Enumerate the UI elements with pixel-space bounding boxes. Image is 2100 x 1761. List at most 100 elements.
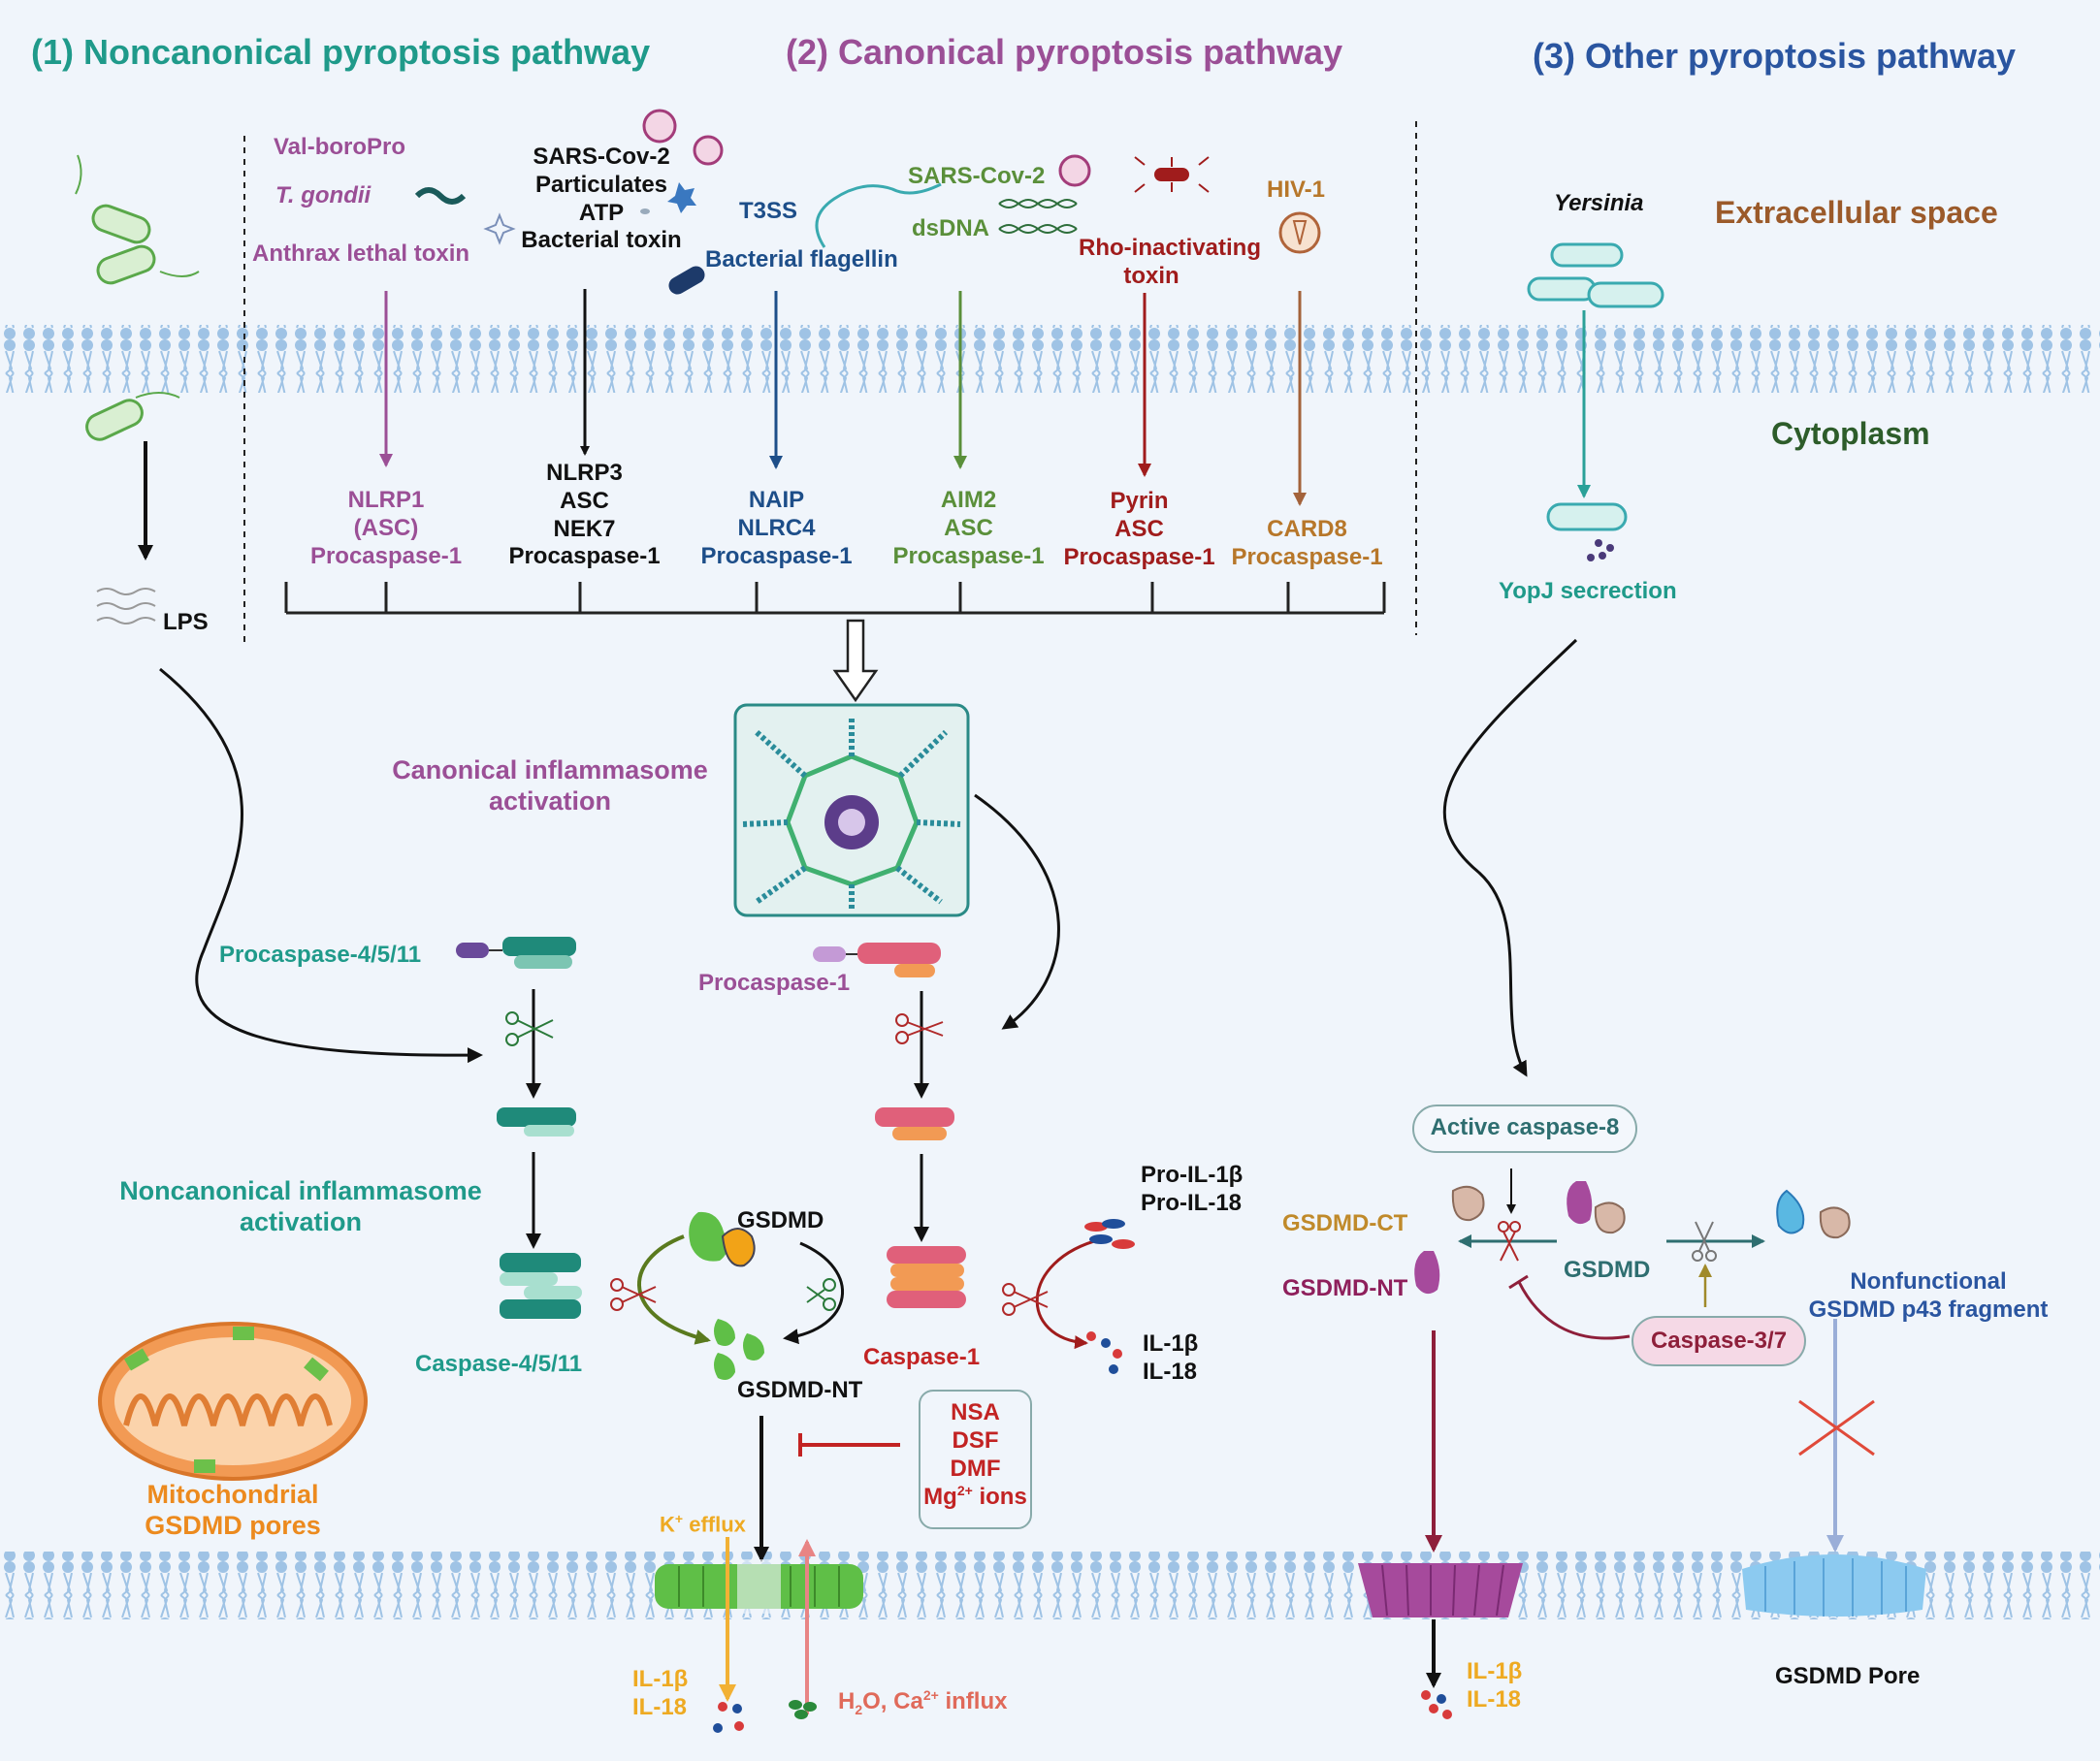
procaspase-1-icon xyxy=(813,943,941,977)
label-caspase37: Caspase-3/7 xyxy=(1650,1328,1788,1354)
influx-h: H xyxy=(838,1688,856,1714)
sensor-aim2-1: ASC xyxy=(944,514,993,541)
stim-nlrp3: SARS-Cov-2 Particulates ATP Bacterial to… xyxy=(504,144,698,255)
mito-line2: GSDMD pores xyxy=(145,1511,321,1541)
sensor-bracket xyxy=(284,582,1386,615)
label-cytoplasm: Cytoplasm xyxy=(1771,416,1930,451)
stim-hiv: HIV-1 xyxy=(1267,176,1326,203)
sensor-aim2: AIM2 ASC Procaspase-1 xyxy=(888,487,1049,570)
il18: IL-18 xyxy=(1143,1358,1198,1385)
stim-flagellin: Bacterial flagellin xyxy=(705,246,898,272)
atp-icon xyxy=(640,208,650,214)
rho-toxin-icon xyxy=(1134,156,1210,193)
inhibitor-mg-suffix: ions xyxy=(972,1484,1027,1511)
out-il18: IL-18 xyxy=(632,1693,688,1720)
inhibit-bar xyxy=(1508,1274,1529,1290)
inhibitor-dmf: DMF xyxy=(950,1455,1001,1482)
gsdmd-nt-purple-icon xyxy=(1414,1251,1440,1295)
label-caspase-1: Caspase-1 xyxy=(863,1344,981,1370)
gsdmd-pore-icon xyxy=(655,1559,863,1614)
top-membrane xyxy=(0,325,2100,393)
arrow-gsdmd-right xyxy=(783,1241,845,1345)
stim-particulates: Particulates xyxy=(534,171,668,198)
label-extracellular: Extracellular space xyxy=(1715,195,1998,230)
dsdna-icon xyxy=(998,199,1078,234)
virus-icon xyxy=(642,109,1091,187)
sensor-nlrc4: NAIP NLRC4 Procaspase-1 xyxy=(696,487,856,570)
dna-icon xyxy=(414,187,467,205)
label-mitochondrial: Mitochondrial GSDMD pores xyxy=(116,1479,349,1542)
bacterium-icon xyxy=(75,154,200,441)
nonfunctional-line1: Nonfunctional xyxy=(1850,1268,2007,1295)
caspase-4-icon xyxy=(497,1107,576,1137)
k-efflux-text: efflux xyxy=(689,1512,746,1537)
yersinia-icon xyxy=(1527,242,1664,531)
open-arrow xyxy=(832,619,879,703)
sensor-nlrp3: NLRP3 ASC NEK7 Procaspase-1 xyxy=(504,460,664,571)
label-procaspase-4: Procaspase-4/5/11 xyxy=(219,942,422,968)
scissors-icon-3 xyxy=(1002,1283,1049,1316)
label-il-out-right: IL-1β IL-18 xyxy=(1467,1658,1522,1714)
crystal-icon xyxy=(483,212,516,245)
out-right-il1b: IL-1β xyxy=(1467,1658,1523,1684)
label-gsdmd: GSDMD xyxy=(737,1207,824,1233)
il-out-right-icon xyxy=(1421,1690,1452,1719)
label-k-efflux: K+ efflux xyxy=(660,1511,746,1538)
inhibitor-dsf: DSF xyxy=(952,1426,999,1454)
canonical-activation-line1: Canonical inflammasome xyxy=(392,755,708,784)
label-gsdmd-nt-right: GSDMD-NT xyxy=(1282,1275,1408,1301)
influx-sub: 2 xyxy=(855,1701,863,1717)
scissors-icon-6 xyxy=(1498,1221,1521,1262)
bacterial-toxin-icon xyxy=(668,266,705,295)
scissors-icon xyxy=(505,1011,554,1046)
influx-mid: O, Ca xyxy=(862,1688,923,1714)
label-il: IL-1β IL-18 xyxy=(1143,1330,1198,1387)
inflammasome-icon xyxy=(733,703,970,917)
label-lps: LPS xyxy=(163,609,209,635)
il-out-icon xyxy=(713,1702,744,1733)
sensor-nlrp3-2: NEK7 xyxy=(553,515,616,542)
gsdmd-right-icon xyxy=(1567,1181,1626,1234)
sensor-card8-0: CARD8 xyxy=(1267,516,1347,542)
stim-rho-line1: Rho-inactivating xyxy=(1079,235,1262,261)
caspase-1-icon xyxy=(875,1107,954,1140)
particulate-icon xyxy=(667,182,696,213)
sensor-card8-1: Procaspase-1 xyxy=(1231,543,1383,570)
sensor-card8: CARD8 Procaspase-1 xyxy=(1227,516,1387,572)
stim-anthrax: Anthrax lethal toxin xyxy=(252,240,470,267)
block-cross-icon xyxy=(1798,1399,1875,1457)
nonfunctional-line2: GSDMD p43 fragment xyxy=(1808,1296,2049,1323)
header-noncanonical: (1) Noncanonical pyroptosis pathway xyxy=(31,32,651,72)
hiv-icon xyxy=(1278,211,1321,254)
out-il1b: IL-1β xyxy=(632,1666,689,1692)
sensor-nlrc4-1: NLRC4 xyxy=(737,514,816,541)
sensor-pyrin-0: Pyrin xyxy=(1110,488,1169,514)
procaspase-4-icon xyxy=(456,937,576,969)
sensor-nlrp3-0: NLRP3 xyxy=(546,460,623,486)
sensor-nlrc4-0: NAIP xyxy=(748,487,805,513)
blue-pore-icon xyxy=(1742,1554,1926,1617)
inhibitor-nsa: NSA xyxy=(951,1399,1000,1425)
inhibitor-mg-text: Mg xyxy=(923,1484,957,1511)
sensor-aim2-2: Procaspase-1 xyxy=(892,542,1045,569)
mitochondrion-icon xyxy=(98,1322,368,1481)
scissors-icon-4 xyxy=(610,1278,657,1311)
noncanonical-activation-line2: activation xyxy=(239,1207,363,1237)
active-caspase8-pill xyxy=(1412,1105,1637,1153)
mito-line1: Mitochondrial xyxy=(146,1480,319,1509)
stim-sars-aim2: SARS-Cov-2 xyxy=(908,163,1046,189)
influx-end: influx xyxy=(938,1688,1008,1714)
il-icon xyxy=(1086,1331,1122,1374)
gsdmd-ct-icon xyxy=(1451,1185,1485,1222)
scissors-icon-7 xyxy=(1692,1221,1717,1262)
k-symbol: K xyxy=(660,1512,675,1537)
gsdmd-icon xyxy=(689,1211,756,1267)
stim-bacterial-toxin: Bacterial toxin xyxy=(521,227,682,254)
scissors-icon-2 xyxy=(895,1013,944,1044)
label-gsdmd-nt: GSDMD-NT xyxy=(737,1377,863,1403)
sensor-nlrc4-2: Procaspase-1 xyxy=(700,542,853,569)
label-nonfunctional: Nonfunctional GSDMD p43 fragment xyxy=(1783,1268,2074,1325)
label-pro-il: Pro-IL-1β Pro-IL-18 xyxy=(1141,1162,1243,1218)
sensor-nlrp3-1: ASC xyxy=(560,487,609,514)
label-inhibitors: NSA DSF DMF Mg2+ ions xyxy=(920,1399,1031,1512)
